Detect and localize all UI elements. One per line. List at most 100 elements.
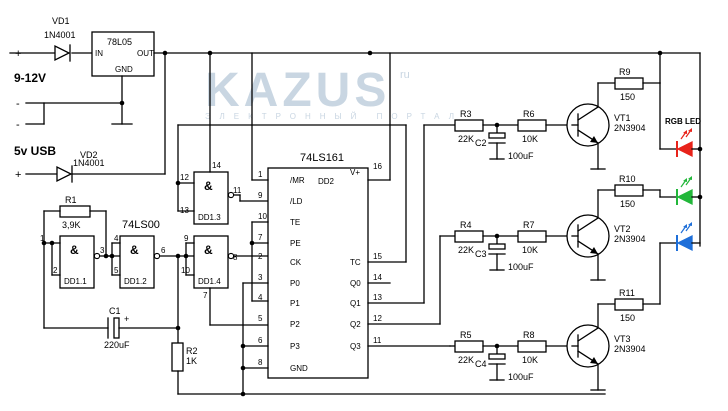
- c1-name: C1: [109, 306, 121, 316]
- input-voltage-label: 9-12V: [14, 71, 46, 85]
- r-base-name: R6: [523, 109, 535, 119]
- r-base-value: 10K: [522, 355, 538, 365]
- r-led-value: 150: [620, 199, 635, 209]
- counter-pin-label-left: GND: [290, 364, 308, 373]
- gate-dd1-4-label: DD1.4: [198, 277, 221, 286]
- counter-pin-label-left: P3: [290, 342, 300, 351]
- led: [676, 188, 693, 206]
- ic-dd2: [267, 167, 369, 379]
- counter-part: 74LS161: [300, 152, 344, 164]
- transistor-part: 2N3904: [614, 234, 646, 244]
- counter-pin-label-right: Q1: [350, 299, 361, 308]
- capacitor-c1: [107, 317, 120, 339]
- gate-dd1-1-symbol: &: [70, 243, 79, 257]
- rgb-led-label: RGB LED: [665, 117, 701, 126]
- counter-pin-num-left: 5: [258, 314, 263, 323]
- r-base-value: 10K: [522, 134, 538, 144]
- counter-pin-label-left: /MR: [290, 176, 305, 185]
- gate-dd1-2-symbol: &: [130, 243, 139, 257]
- counter-pin-num-right: 11: [373, 336, 382, 345]
- counter-pin-num-right: 16: [373, 162, 382, 171]
- r-input-name: R5: [460, 330, 472, 340]
- regulator-78l05: [91, 31, 155, 77]
- r-led-value: 150: [620, 313, 635, 323]
- vd2-name: VD2: [80, 150, 98, 160]
- r1-name: R1: [65, 195, 77, 205]
- vd1-name: VD1: [52, 16, 70, 26]
- capacitor: [488, 353, 506, 360]
- r1-value: 3,9K: [62, 220, 81, 230]
- watermark-brand: KAZUS: [205, 64, 390, 117]
- counter-pin-num-right: 15: [373, 252, 382, 261]
- ic-74ls00-label: 74LS00: [122, 219, 160, 231]
- vd1-part: 1N4001: [44, 30, 76, 40]
- counter-pin-label-left: PE: [290, 239, 301, 248]
- c1-value: 220uF: [104, 340, 130, 350]
- led: [676, 234, 693, 252]
- gate-dd1-3-symbol: &: [204, 179, 213, 193]
- r-led-name: R10: [619, 174, 636, 184]
- r-input-value: 22K: [458, 245, 474, 255]
- r-input-value: 22K: [458, 355, 474, 365]
- counter-pin-label-right: Q0: [350, 279, 361, 288]
- resistor-input: [454, 230, 484, 243]
- counter-pin-num-left: 1: [258, 170, 263, 179]
- transistor-name: VT3: [614, 334, 631, 344]
- c1-plus: +: [124, 314, 129, 324]
- pin-2: 2: [53, 266, 58, 275]
- regulator-in-label: IN: [95, 49, 103, 58]
- cap-value: 100uF: [508, 151, 534, 161]
- counter-pin-label-right: Q2: [350, 320, 361, 329]
- gate-dd1-3: [193, 171, 229, 225]
- capacitor: [488, 132, 506, 139]
- pin-5: 5: [114, 266, 119, 275]
- r-input-value: 22K: [458, 134, 474, 144]
- transistor-name: VT1: [614, 113, 631, 123]
- r-base-name: R8: [523, 330, 535, 340]
- plus-terminal: +: [15, 48, 21, 60]
- transistor-name: VT2: [614, 224, 631, 234]
- usb-voltage-label: 5v USB: [14, 144, 56, 158]
- counter-pin-label-right: Q3: [350, 342, 361, 351]
- led: [676, 140, 693, 158]
- pin-14: 14: [212, 161, 221, 170]
- pin-10: 10: [181, 266, 190, 275]
- resistor-led: [614, 184, 644, 197]
- counter-pin-num-right: 14: [373, 273, 382, 282]
- transistor-collector: [577, 217, 599, 232]
- pin-7: 7: [203, 291, 208, 300]
- pin-9: 9: [184, 234, 189, 243]
- counter-pin-label-right: TC: [350, 258, 361, 267]
- gate-dd1-2-label: DD1.2: [124, 277, 147, 286]
- counter-pin-num-left: 10: [258, 212, 267, 221]
- oscillator-section: 74LS00 R1 3,9K & DD1.1 1 2 3 & DD1.2 4: [40, 52, 407, 395]
- counter-pin-label-right: V+: [350, 168, 360, 177]
- power-section: VD1 1N4001 78L05 IN OUT GND + 9-12V - - …: [9, 16, 701, 183]
- resistor-led: [614, 77, 644, 90]
- resistor-base: [517, 119, 547, 132]
- cap-name: C2: [475, 138, 487, 148]
- counter-pin-num-left: 6: [258, 336, 263, 345]
- counter-pin-num-right: 13: [373, 293, 382, 302]
- transistor-part: 2N3904: [614, 344, 646, 354]
- transistor-collector: [577, 106, 599, 121]
- counter-pin-label-left: TE: [290, 218, 300, 227]
- resistor-r1: [59, 205, 91, 218]
- r-led-name: R11: [619, 288, 635, 298]
- counter-pin-label-left: CK: [290, 258, 302, 267]
- watermark: KAZUS ru ЭЛЕКТРОННЫЙ ПОРТАЛ: [205, 64, 454, 121]
- r2-name: R2: [186, 346, 198, 356]
- pin-8: 8: [233, 253, 238, 262]
- counter-pin-num-left: 8: [258, 358, 263, 367]
- resistor-input: [454, 340, 484, 353]
- watermark-tld: ru: [400, 69, 410, 81]
- pin-1: 1: [40, 234, 45, 243]
- counter-pin-num-right: 12: [373, 314, 382, 323]
- usb-plus-terminal: +: [15, 169, 21, 181]
- counter-name: DD2: [318, 177, 335, 186]
- cap-value: 100uF: [508, 372, 534, 382]
